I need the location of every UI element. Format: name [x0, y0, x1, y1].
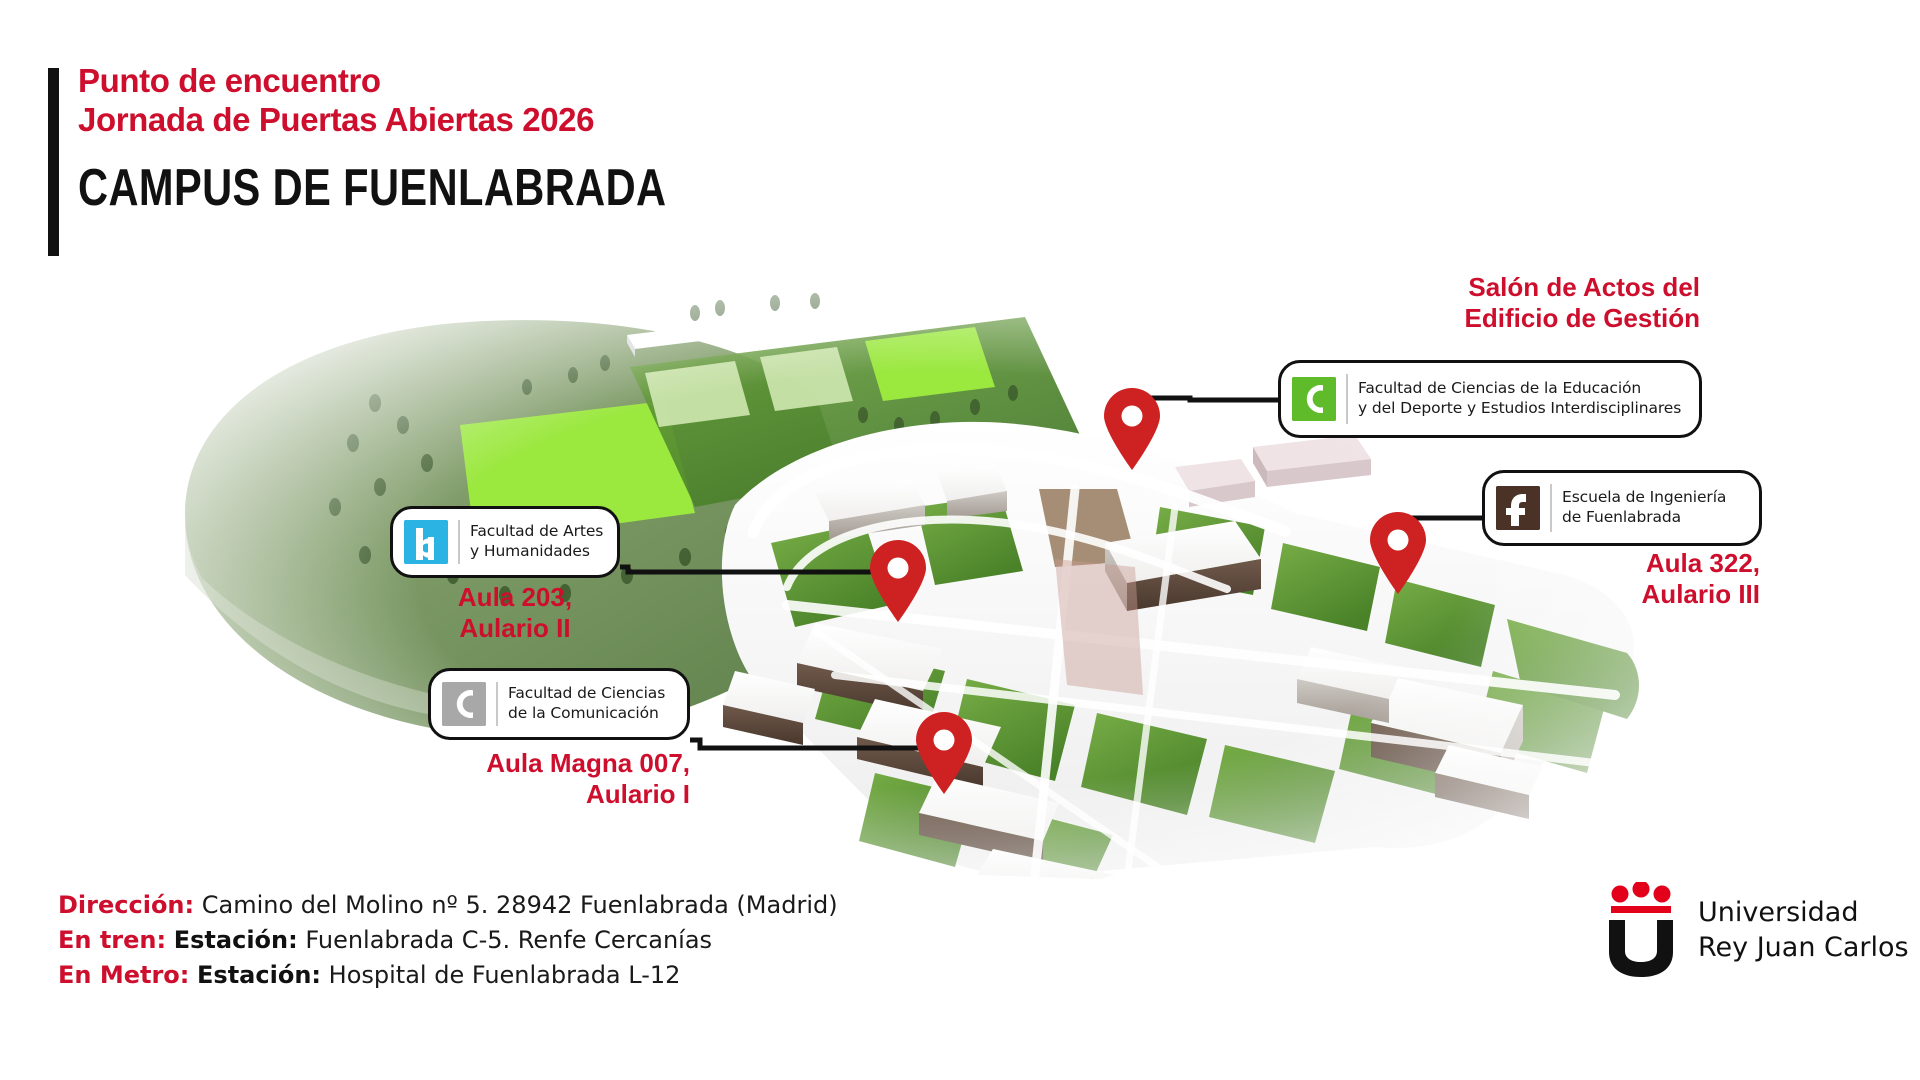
- train-station-label: Estación:: [173, 926, 298, 955]
- ingenieria-line1: Escuela de Ingeniería: [1562, 488, 1727, 507]
- place-label-gestion: Salón de Actos del Edificio de Gestión: [1280, 272, 1700, 333]
- place-aulamagna-line2: Aulario I: [585, 778, 690, 809]
- badge-divider: [1550, 484, 1552, 532]
- badge-ingenieria[interactable]: Escuela de Ingeniería de Fuenlabrada: [1482, 470, 1762, 546]
- artes-line1: Facultad de Artes: [470, 522, 604, 541]
- place-label-aula322: Aula 322, Aulario III: [1420, 548, 1760, 609]
- campus-map-illustration: [175, 275, 1705, 885]
- place-gestion-line1: Salón de Actos del: [1468, 272, 1700, 302]
- letter-f-glyph: [1496, 486, 1540, 530]
- train-line: En tren: Estación: Fuenlabrada C-5. Renf…: [58, 923, 838, 958]
- place-aula322-line1: Aula 322,: [1645, 548, 1760, 578]
- train-value: Fuenlabrada C-5. Renfe Cercanías: [305, 926, 713, 955]
- ingenieria-logo: [1496, 486, 1540, 530]
- urjc-name-line2: Rey Juan Carlos: [1698, 932, 1909, 963]
- pin-aulamagna[interactable]: [912, 712, 976, 801]
- map-pin-icon: [916, 712, 972, 794]
- address-value: Camino del Molino nº 5. 28942 Fuenlabrad…: [201, 891, 838, 919]
- letter-c-icon: [442, 682, 486, 726]
- page-title: CAMPUS DE FUENLABRADA: [78, 158, 667, 217]
- metro-station-label: Estación:: [197, 961, 322, 990]
- footer-address: Dirección: Camino del Molino nº 5. 28942…: [58, 888, 838, 993]
- place-label-aula203: Aula 203, Aulario II: [370, 582, 660, 643]
- comunicacion-line1: Facultad de Ciencias: [508, 684, 666, 703]
- urjc-name: Universidad Rey Juan Carlos: [1698, 895, 1909, 965]
- urjc-name-line1: Universidad: [1698, 896, 1859, 928]
- place-aula203-line2: Aulario II: [459, 612, 571, 643]
- campus-map-svg: [175, 275, 1705, 885]
- header-kicker: Punto de encuentro Jornada de Puertas Ab…: [78, 62, 814, 140]
- map-pin-icon: [870, 540, 926, 622]
- map-pin-icon: [1104, 388, 1160, 470]
- place-aula203-line1: Aula 203,: [457, 582, 573, 612]
- letter-f-icon: [1496, 486, 1540, 530]
- comunicacion-line2: de la Comunicación: [508, 704, 659, 722]
- letter-c-glyph: [442, 682, 486, 726]
- urjc-mark-glyph: [1609, 880, 1673, 977]
- educacion-line1: Facultad de Ciencias de la Educación: [1358, 379, 1642, 398]
- address-line: Dirección: Camino del Molino nº 5. 28942…: [58, 888, 838, 923]
- ingenieria-line2: de Fuenlabrada: [1562, 508, 1682, 526]
- urjc-logo: Universidad Rey Juan Carlos: [1600, 880, 1909, 978]
- badge-artes-label: Facultad de Artes y Humanidades: [470, 522, 603, 562]
- place-aulamagna-line1: Aula Magna 007,: [486, 748, 690, 778]
- educacion-logo: [1292, 377, 1336, 421]
- place-gestion-line2: Edificio de Gestión: [1464, 302, 1700, 333]
- badge-educacion-label: Facultad de Ciencias de la Educación y d…: [1358, 379, 1681, 419]
- letter-c-glyph: [1292, 377, 1336, 421]
- pin-gestion[interactable]: [1100, 388, 1164, 477]
- header: Punto de encuentro Jornada de Puertas Ab…: [48, 62, 814, 256]
- letter-a-glyph: [404, 520, 448, 564]
- map-pin-icon: [1370, 512, 1426, 594]
- badge-divider: [496, 682, 498, 726]
- address-label: Dirección:: [58, 891, 195, 919]
- header-accent-rule: [48, 68, 59, 256]
- urjc-crown-u-icon: [1600, 880, 1682, 978]
- metro-line: En Metro: Estación: Hospital de Fuenlabr…: [58, 958, 838, 993]
- badge-comunicacion[interactable]: Facultad de Ciencias de la Comunicación: [428, 668, 690, 740]
- educacion-line2: y del Deporte y Estudios Interdisciplina…: [1358, 399, 1682, 417]
- pin-aula203[interactable]: [866, 540, 930, 629]
- pin-aula322[interactable]: [1366, 512, 1430, 601]
- badge-divider: [1346, 374, 1348, 424]
- comunicacion-logo: [442, 682, 486, 726]
- badge-comunicacion-label: Facultad de Ciencias de la Comunicación: [508, 684, 665, 724]
- metro-label: En Metro:: [58, 961, 190, 990]
- artes-line2: y Humanidades: [470, 542, 590, 560]
- badge-educacion[interactable]: Facultad de Ciencias de la Educación y d…: [1278, 360, 1702, 438]
- metro-value: Hospital de Fuenlabrada L-12: [328, 961, 681, 990]
- header-kicker-line2: Jornada de Puertas Abiertas 2026: [78, 100, 595, 138]
- badge-ingenieria-label: Escuela de Ingeniería de Fuenlabrada: [1562, 488, 1726, 528]
- badge-artes[interactable]: Facultad de Artes y Humanidades: [390, 506, 620, 578]
- letter-c-icon: [1292, 377, 1336, 421]
- badge-divider: [458, 520, 460, 564]
- train-label: En tren:: [58, 926, 167, 955]
- place-label-aulamagna: Aula Magna 007, Aulario I: [370, 748, 690, 809]
- artes-logo: [404, 520, 448, 564]
- header-kicker-line1: Punto de encuentro: [78, 62, 381, 99]
- place-aula322-line2: Aulario III: [1641, 578, 1760, 609]
- letter-a-icon: [404, 520, 448, 564]
